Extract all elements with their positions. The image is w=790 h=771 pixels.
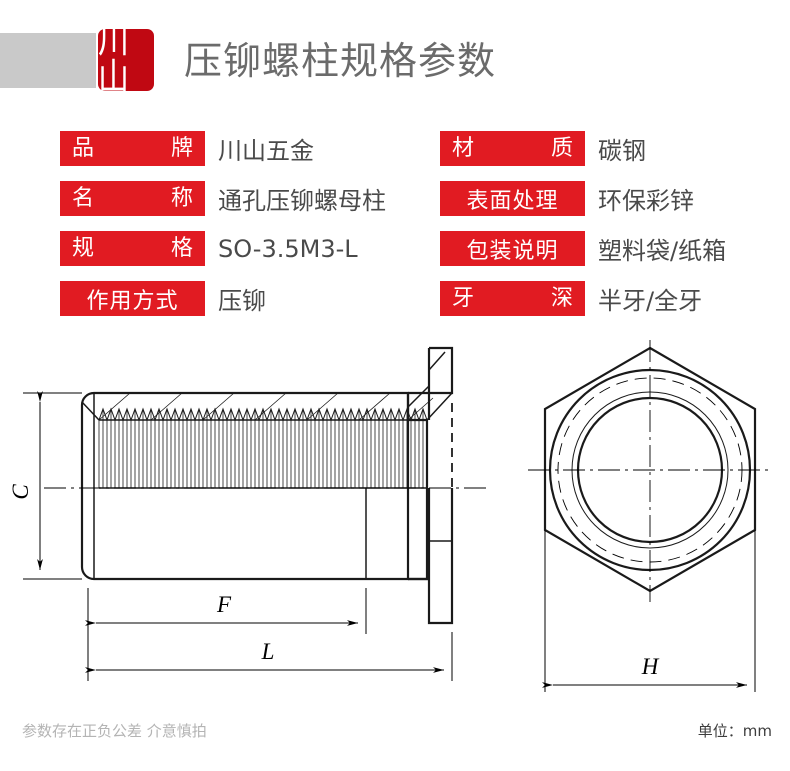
dim-H-label: H — [641, 654, 660, 679]
spec-key-model-char2: 格 — [170, 235, 193, 261]
footer-tolerance-note: 参数存在正负公差 介意慎拍 — [22, 722, 207, 740]
bore-chamfer-left — [81, 401, 100, 421]
dim-F-label: F — [216, 592, 232, 617]
spec-key-thread-depth-char1: 牙 — [452, 285, 475, 311]
spec-value-surface: 环保彩锌 — [598, 187, 694, 215]
thread-flank-lines-secondary — [102, 409, 424, 488]
technical-drawing: .ln { stroke:#1a1a1a; fill:none; } .thk … — [0, 340, 790, 710]
spec-key-name-char2: 称 — [170, 185, 193, 211]
head-undercut-diagonal — [407, 385, 430, 408]
spec-key-model-char1: 规 — [72, 235, 95, 261]
spec-key-surface: 表面处理 — [440, 181, 585, 216]
spec-table: 品 牌 川山五金 名 称 通孔压铆螺母柱 规 格 SO-3.5M3-L 作用方式… — [0, 126, 790, 326]
brand-logo-text: 川山 — [98, 18, 129, 101]
spec-value-model: SO-3.5M3-L — [218, 234, 358, 263]
spec-key-packaging: 包装说明 — [440, 231, 585, 266]
spec-key-name-char1: 名 — [72, 185, 95, 211]
spec-value-packaging: 塑料袋/纸箱 — [598, 237, 727, 265]
spec-key-brand-char2: 牌 — [170, 135, 193, 161]
spec-key-model: 规 格 — [60, 231, 205, 266]
spec-value-thread-depth: 半牙/全牙 — [598, 287, 703, 315]
spec-value-material: 碳钢 — [598, 137, 646, 165]
brand-logo: 川山 — [98, 22, 154, 97]
header-gray-bar — [0, 33, 96, 88]
spec-key-brand: 品 牌 — [60, 131, 205, 166]
hex-view — [528, 340, 772, 602]
head-shoulder-lower — [408, 488, 429, 581]
spec-key-thread-depth: 牙 深 — [440, 281, 585, 316]
page-header: 川山 压铆螺柱规格参数 — [0, 0, 790, 110]
spec-key-name: 名 称 — [60, 181, 205, 216]
spec-key-thread-depth-char2: 深 — [550, 285, 573, 311]
dimension-C: C — [8, 391, 82, 580]
dimension-F: F — [85, 588, 367, 634]
spec-key-material: 材 质 — [440, 131, 585, 166]
thread-flank-lines — [98, 420, 428, 488]
spec-key-material-char2: 质 — [550, 135, 573, 161]
dim-L-label: L — [261, 639, 275, 664]
spec-value-brand: 川山五金 — [218, 137, 314, 165]
dimension-H: H — [542, 530, 756, 692]
spec-key-brand-char1: 品 — [72, 135, 95, 161]
page-footer: 参数存在正负公差 介意慎拍 单位：mm — [0, 712, 790, 757]
dim-C-label: C — [8, 484, 33, 500]
dimension-L: L — [85, 588, 453, 681]
page-title: 压铆螺柱规格参数 — [184, 39, 497, 83]
head-fillet-diagonal — [426, 392, 453, 421]
head-flange-chamfer — [428, 351, 446, 371]
spec-value-name: 通孔压铆螺母柱 — [218, 187, 386, 215]
spec-value-method: 压铆 — [218, 287, 266, 315]
spec-key-material-char1: 材 — [452, 135, 475, 161]
section-view — [44, 346, 490, 625]
drawing-svg: .ln { stroke:#1a1a1a; fill:none; } .thk … — [8, 340, 772, 692]
head-flange-bottom — [427, 488, 454, 625]
footer-unit-label: 单位：mm — [697, 722, 772, 740]
spec-key-method: 作用方式 — [60, 281, 205, 316]
